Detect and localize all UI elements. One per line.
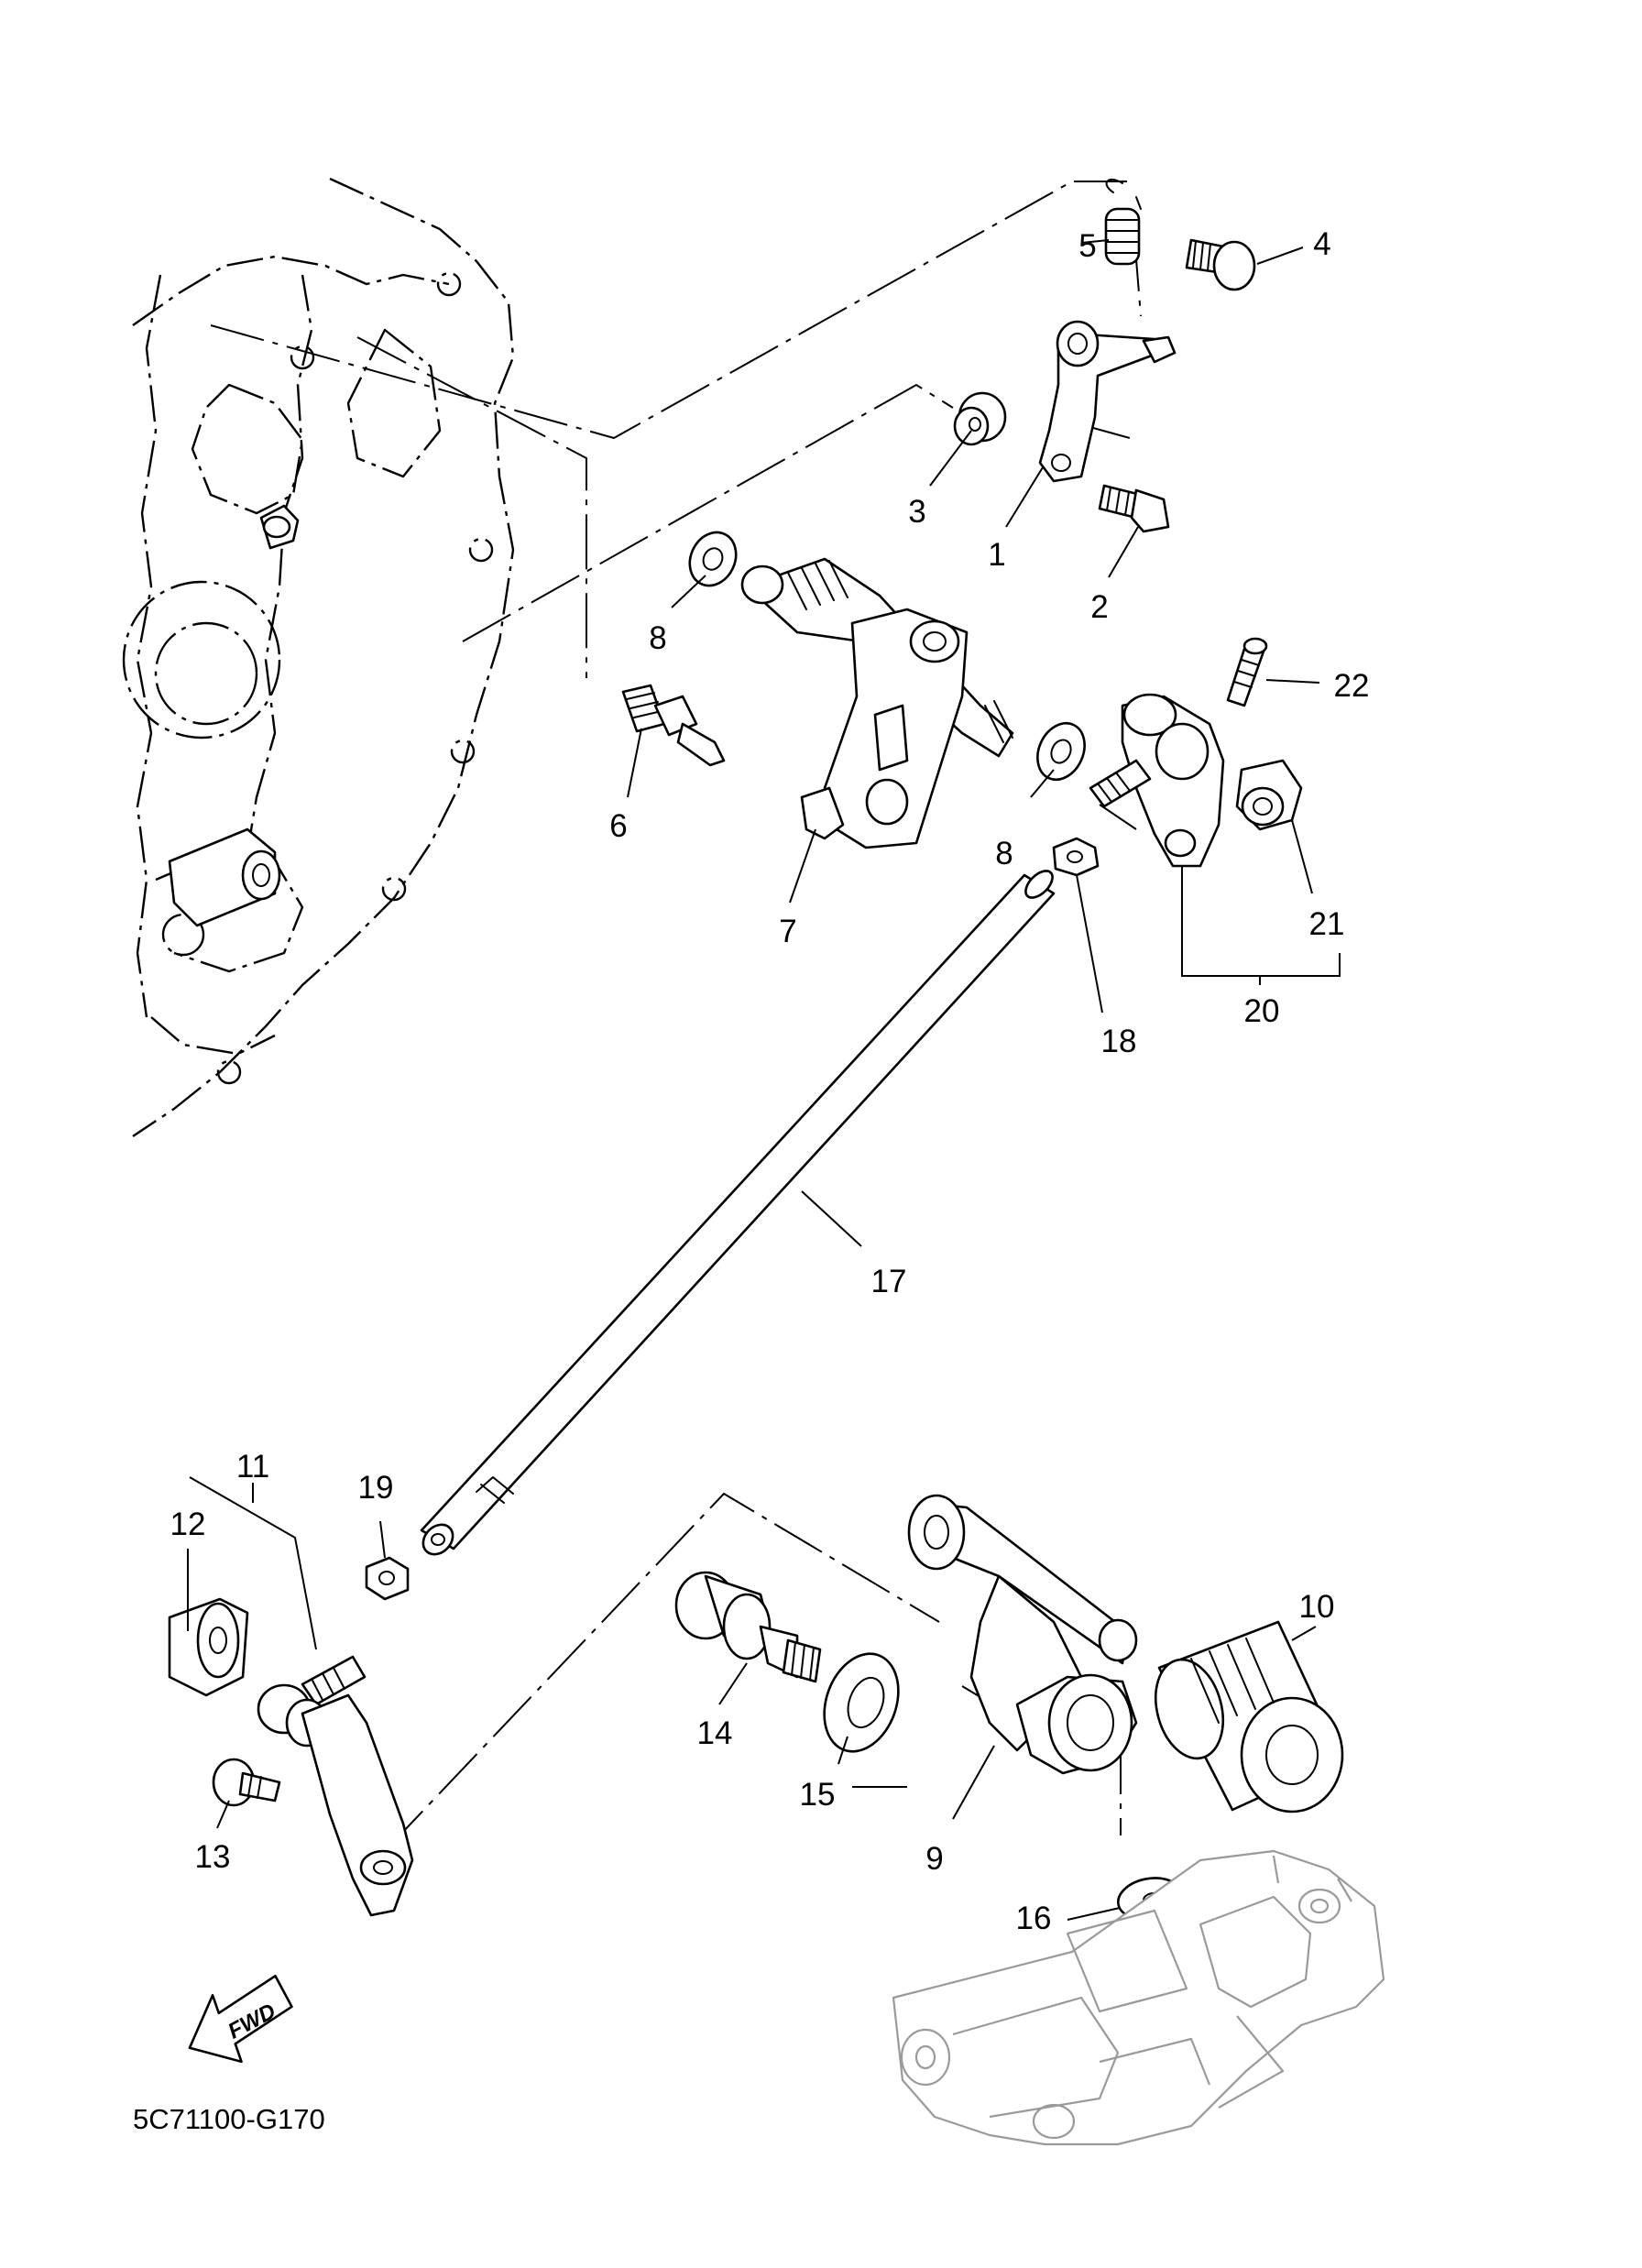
- callout-13: 13: [195, 1839, 231, 1875]
- diagram-code: 5C71100-G170: [133, 2103, 325, 2135]
- part-20-joint: [1089, 693, 1225, 868]
- footrest-bracket-ghost: [892, 1849, 1385, 2146]
- part-7-shift-shaft: [740, 557, 1014, 849]
- part-11-joint: [257, 1655, 367, 1748]
- callout-16: 16: [1016, 1901, 1052, 1936]
- fwd-arrow: FWD: [188, 1974, 293, 2064]
- callout-7: 7: [779, 914, 796, 949]
- part-4-bolt: [1185, 238, 1256, 291]
- callout-8-lower: 8: [995, 836, 1013, 871]
- callout-numbers: 1 2 3 4 5 6 7 8 8 9 10 11 12 13 14 15 16…: [170, 226, 1370, 1936]
- callout-1: 1: [988, 537, 1005, 573]
- part-21-cap: [1235, 759, 1303, 831]
- part-5-spring: [1104, 178, 1142, 266]
- callout-6: 6: [609, 808, 627, 844]
- callout-22: 22: [1334, 668, 1370, 704]
- callout-15: 15: [800, 1777, 836, 1813]
- part-1-lever: [1038, 320, 1177, 483]
- part-13-bolt: [212, 1758, 281, 1807]
- part-15-washer: [823, 1652, 900, 1753]
- callout-20: 20: [1244, 993, 1280, 1029]
- callout-11: 11: [236, 1449, 269, 1485]
- part-2-bolt: [1098, 484, 1170, 533]
- part-12-cap: [168, 1597, 249, 1697]
- part-8-washer-upper: [688, 531, 738, 587]
- callout-19: 19: [358, 1470, 394, 1506]
- leader-lines: [187, 239, 1341, 1921]
- callout-10: 10: [1299, 1589, 1335, 1625]
- callout-12: 12: [170, 1507, 206, 1542]
- callout-17: 17: [871, 1264, 907, 1299]
- part-3-collar: [953, 391, 1007, 446]
- part-18-nut: [1052, 837, 1100, 877]
- callout-2: 2: [1090, 589, 1108, 625]
- part-9-shift-pedal: [907, 1494, 1138, 1775]
- crankcase-outline: [122, 177, 515, 1137]
- part-14-pivot-bolt: [674, 1571, 822, 1683]
- callout-5: 5: [1078, 228, 1096, 264]
- callout-18: 18: [1101, 1024, 1137, 1059]
- part-6-stud: [621, 684, 726, 767]
- callout-14: 14: [697, 1715, 733, 1751]
- callout-21: 21: [1309, 906, 1345, 942]
- part-8-washer-lower: [1036, 721, 1086, 782]
- callout-9: 9: [925, 1841, 943, 1877]
- callout-4: 4: [1313, 226, 1330, 262]
- part-19-nut: [365, 1556, 410, 1601]
- callout-8-upper: 8: [649, 620, 666, 656]
- part-17-shift-rod: [420, 870, 1056, 1556]
- part-22-bolt: [1226, 637, 1268, 707]
- shift-arm: [301, 1693, 414, 1917]
- part-10-pedal-rubber: [1155, 1620, 1344, 1813]
- callout-3: 3: [908, 494, 925, 530]
